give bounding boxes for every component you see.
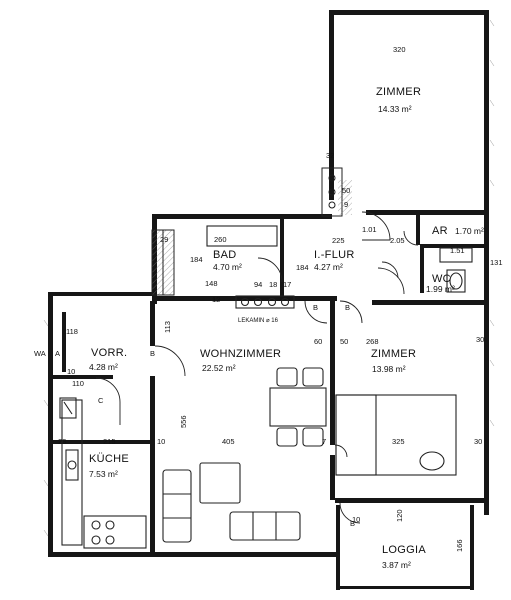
- dim-vorr-118: 118: [66, 327, 78, 336]
- dim-23: 23: [58, 437, 66, 446]
- dim-17: 17: [283, 280, 291, 289]
- room-name-vorr: VORR.: [91, 347, 127, 359]
- dim-bad-148: 148: [205, 279, 218, 288]
- dim-door-50: 50: [340, 337, 348, 346]
- dim-door-60: 60: [314, 337, 322, 346]
- furniture: [59, 225, 473, 549]
- room-name-wohnzimmer: WOHNZIMMER: [200, 348, 281, 360]
- room-area-zimmer-right: 13.98 m²: [372, 364, 406, 374]
- room-area-vorr: 4.28 m²: [89, 362, 118, 372]
- dim-wohn-113: 113: [163, 321, 172, 333]
- room-area-flur: 4.27 m²: [314, 262, 343, 272]
- dim-wohn-556: 556: [179, 415, 188, 428]
- dim-loggia-10: 10: [352, 515, 360, 524]
- room-area-ar: 1.70 m²: [455, 226, 484, 236]
- room-name-zimmer-right: ZIMMER: [371, 348, 416, 360]
- dim-30: 30: [476, 335, 484, 344]
- dim-vorr-110: 110: [72, 379, 84, 388]
- room-name-loggia: LOGGIA: [382, 544, 426, 556]
- door-label-a: A: [55, 349, 60, 358]
- dim-flur-184: 184: [296, 263, 309, 272]
- room-area-zimmer-top: 14.33 m²: [378, 104, 412, 114]
- dim-ar-205: 2.05: [390, 236, 405, 245]
- dim-vorr-10: 10: [67, 367, 75, 376]
- dim-zimmer-width: 320: [393, 45, 406, 54]
- dim-12: 12: [212, 295, 220, 304]
- dim-ar-101: 1.01: [362, 225, 377, 234]
- room-area-kueche: 7.53 m²: [89, 469, 118, 479]
- dim-zimmer-325: 325: [392, 437, 405, 446]
- door-label-b-1: B: [313, 303, 318, 312]
- door-label-b-4: B: [350, 519, 355, 528]
- door-swings: [95, 211, 419, 524]
- dim-stair-9: 9: [344, 200, 348, 209]
- dim-18: 18: [269, 280, 277, 289]
- room-name-flur: I.-FLUR: [314, 249, 355, 261]
- door-label-b-3: B: [150, 349, 155, 358]
- room-name-wc: WC: [432, 273, 451, 285]
- room-name-kueche: KÜCHE: [89, 453, 129, 465]
- room-area-loggia: 3.87 m²: [382, 560, 411, 570]
- dim-zimmer-268: 268: [366, 337, 379, 346]
- room-area-bad: 4.70 m²: [213, 262, 242, 272]
- dim-loggia-120: 120: [395, 509, 404, 522]
- chimney-label: LEKAMIN ⌀ 16: [238, 318, 279, 324]
- room-area-wc: 1.99 m²: [426, 284, 455, 294]
- dim-wohn-10: 10: [157, 437, 165, 446]
- dim-wc-151: 1.51: [450, 246, 465, 255]
- dim-stair-50: 50: [342, 186, 350, 195]
- room-name-ar: AR: [432, 225, 448, 237]
- label-wa: WA: [34, 349, 46, 358]
- dim-flur-225: 225: [332, 236, 345, 245]
- dim-bad-260: 260: [214, 235, 227, 244]
- outer-walls: [48, 10, 489, 590]
- dim-wohn-7: 7: [322, 437, 326, 446]
- door-label-b-2: B: [345, 303, 350, 312]
- shaft-area: [151, 167, 352, 296]
- room-name-bad: BAD: [213, 249, 237, 261]
- edge-texture: [43, 19, 495, 537]
- interior-walls: [53, 210, 487, 556]
- dim-loggia-166: 166: [455, 539, 464, 552]
- room-name-zimmer-top: ZIMMER: [376, 86, 421, 98]
- dim-94: 94: [254, 280, 262, 289]
- dim-side-131: 131: [490, 258, 503, 267]
- dim-zimmer-30: 30: [474, 437, 482, 446]
- dim-29: 29: [160, 235, 168, 244]
- dim-wohn-405: 405: [222, 437, 235, 446]
- room-area-wohnzimmer: 22.52 m²: [202, 363, 236, 373]
- dim-bad-184: 184: [190, 255, 203, 264]
- dim-zimmer-depth: 32: [326, 151, 334, 160]
- door-label-c: C: [98, 396, 104, 405]
- dim-kueche-215: 215: [103, 437, 116, 446]
